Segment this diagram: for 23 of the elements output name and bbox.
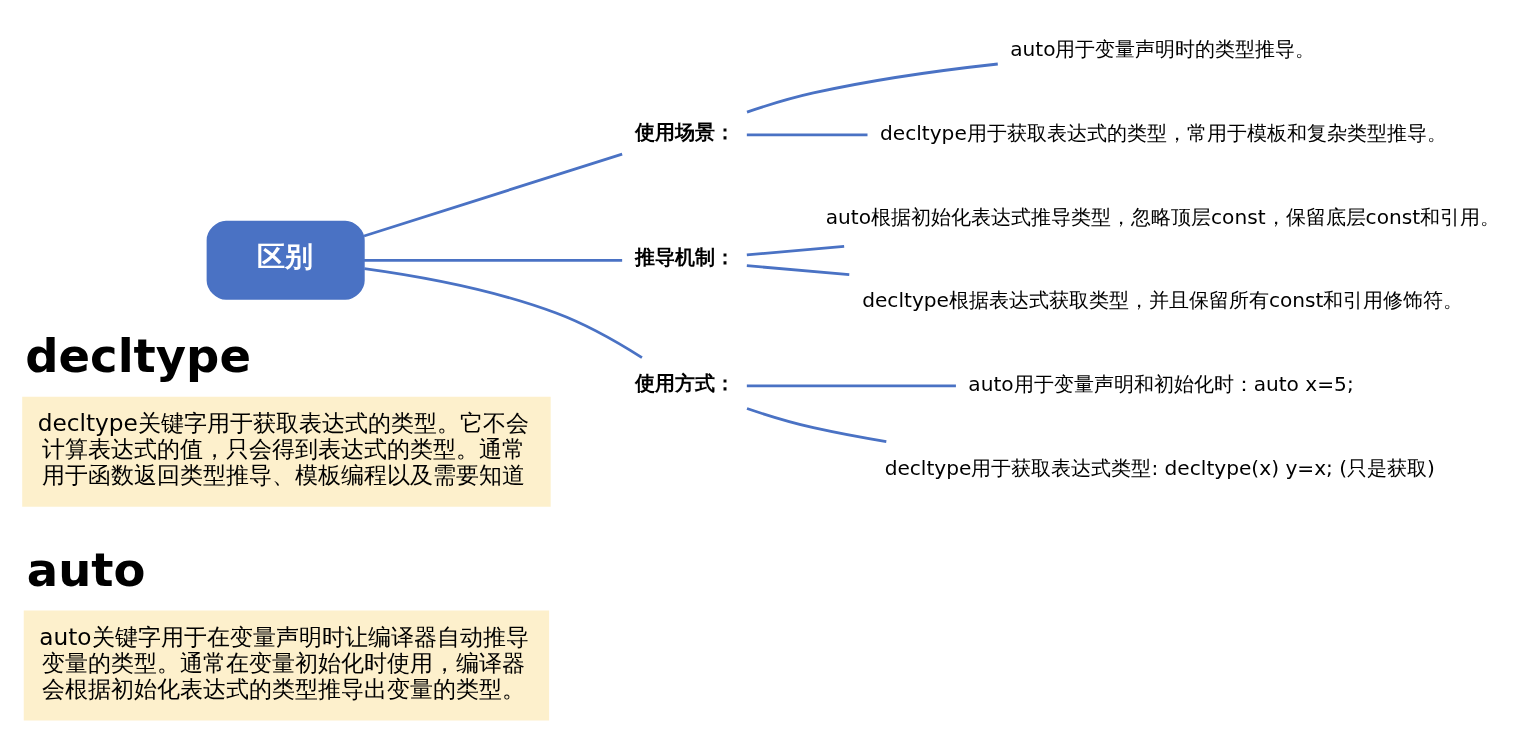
node-box: 区别 [206,220,365,300]
connector [364,258,623,262]
node-text: 推导机制： [635,245,736,270]
node-text: auto用于变量声明时的类型推导。 [1010,37,1316,62]
connector [746,245,845,257]
connector [746,264,850,277]
node-box: decltype关键字用于获取表达式的类型。它不会计算表达式的值，只会得到表达式的类型。通常用于函数返回类型推导、模板编程以及需要知道 [22,396,551,507]
node-label: auto [26,542,146,597]
node-text: 使用场景： [635,119,736,144]
node-text: decltype用于获取表达式类型: decltype(x) y=x; (只是获取) [884,455,1435,480]
node-box: auto关键字用于在变量声明时让编译器自动推导变量的类型。通常在变量初始化时使用，编译器会根据初始化表达式的类型推导出变量的类型。 [23,610,550,721]
connector [746,133,868,137]
connector [363,152,623,238]
connector [746,62,998,114]
node-text: auto根据初始化表达式推导类型，忽略顶层const，保留底层const和引用。 [825,204,1501,229]
connector [364,267,643,359]
node-text: decltype根据表达式获取类型，并且保留所有const和引用修饰符。 [862,288,1464,313]
node-text: 使用方式： [635,370,736,395]
node-label: decltype [25,328,251,383]
node-text: decltype用于获取表达式的类型，常用于模板和复杂类型推导。 [880,121,1447,146]
connector [746,407,887,443]
node-text: auto用于变量声明和初始化时：auto x=5; [968,372,1354,397]
connector [746,384,956,388]
